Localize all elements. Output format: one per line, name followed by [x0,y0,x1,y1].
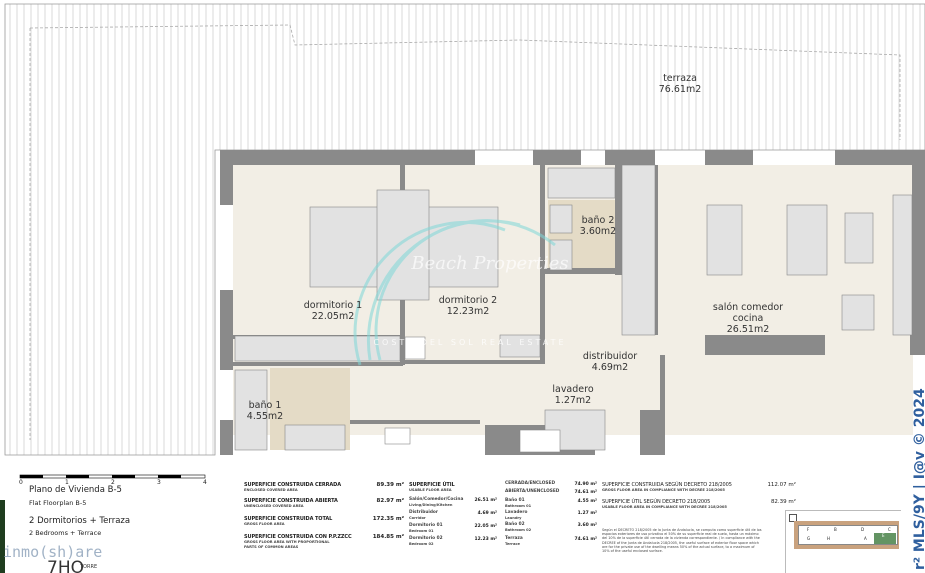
brand-partial-sub: TORRE [80,564,98,570]
plan-type-en: 2 Bedrooms + Terrace [29,529,102,537]
watermark-beach-properties: Beach Properties [411,253,569,274]
key-unit-highlight: E [874,533,896,544]
furniture [234,164,913,453]
green-side-bar [0,500,5,573]
plan-title: Plano de Vivienda B-5 [29,485,122,495]
scale-bar-graphic [19,474,206,479]
key-plan: F B D C G H A E [785,510,901,573]
usable-area-table: SUPERFICIE ÚTIL USABLE FLOOR AREA Salón/… [409,482,497,546]
scale-tick: 1 [65,479,69,486]
key-unit: A [864,536,867,541]
watermark-arcs [353,219,556,366]
watermark-sub: COSTA DEL SOL REAL ESTATE [373,338,567,347]
plan-type: 2 Dormitorios + Terraza [29,516,131,526]
decree-row: SUPERFICIE CONSTRUIDA SEGÚN DECRETO 218/… [602,482,796,492]
key-unit: G [807,536,811,541]
usable-sub: USABLE FLOOR AREA [409,488,452,492]
key-plan-units: F B D C G H A E [798,525,898,545]
side-watermark: r² MLS/9Y | I@v © 2024 [912,388,925,570]
key-unit: B [834,527,837,532]
brand-partial: 7HO [47,558,84,573]
inmoshare-watermark: inmo(sh)are [3,543,103,561]
walls [220,150,925,455]
plan-title-en: Flat Floorplan B-5 [29,499,87,507]
key-unit: C [888,527,891,532]
scale-tick: 2 [111,479,115,486]
north-arrow-icon [789,514,797,522]
scale-tick: 3 [157,479,161,486]
scale-tick: 0 [19,479,23,486]
key-unit: D [861,527,865,532]
key-unit: F [807,527,810,532]
usable-title: SUPERFICIE ÚTIL [409,482,455,488]
key-unit: H [827,536,831,541]
scale-tick: 4 [203,479,207,486]
terrace-area [4,3,925,456]
decree-note: Según el DECRETO 218/2005 de la Junta de… [602,528,762,554]
floorplan-drawing [4,3,925,456]
